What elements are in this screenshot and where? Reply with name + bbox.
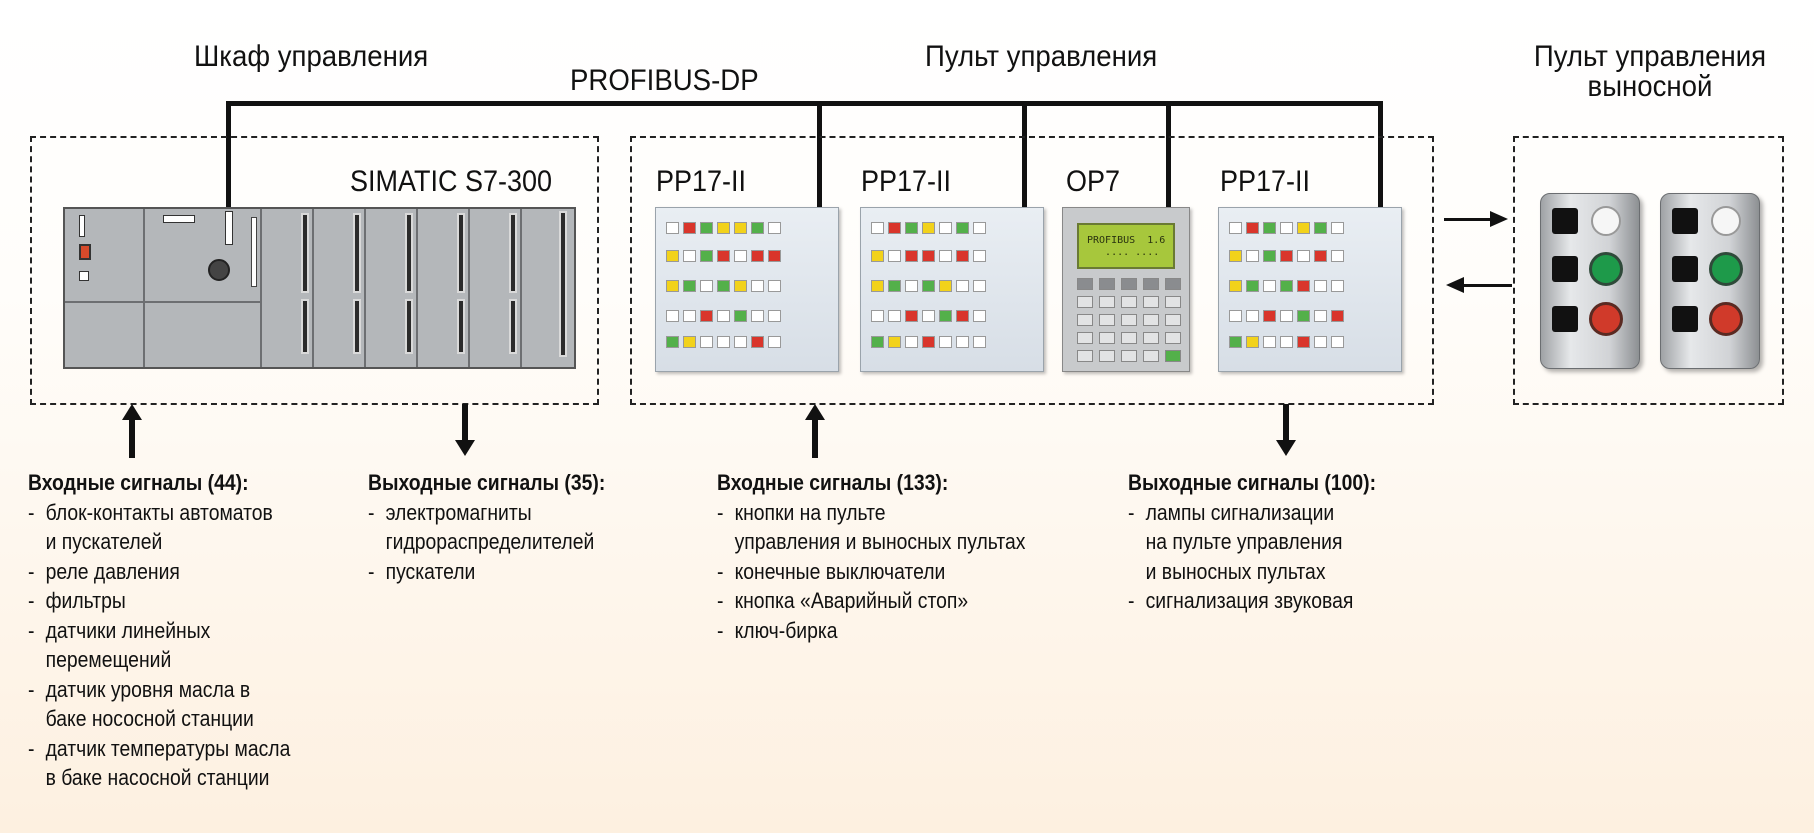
arrow-to-remote	[1444, 218, 1492, 221]
signal-group-4-title: Выходные сигналы (100):	[1128, 470, 1377, 495]
pp17-panel-3-icon	[1218, 207, 1402, 372]
pp17-panel-2-icon	[860, 207, 1044, 372]
signal-item: лампы сигнализации на пульте управления …	[1128, 498, 1376, 587]
bus-drop-plc	[226, 101, 231, 211]
signal-item: кнопка «Аварийный стоп»	[717, 586, 1025, 616]
op7-label: OP7	[1066, 165, 1121, 198]
signal-item: блок-контакты автоматов и пускателей	[28, 498, 290, 557]
pp17-panel-1-icon	[655, 207, 839, 372]
arrow-input-plc-head-icon	[122, 404, 142, 420]
signal-item: датчик уровня масла в баке нососной стан…	[28, 675, 290, 734]
remote-title-line1: Пульт управления	[1533, 40, 1767, 73]
signal-item: кнопки на пульте управления и выносных п…	[717, 498, 1025, 557]
profibus-line	[226, 101, 1383, 106]
signal-group-4: Выходные сигналы (100): лампы сигнализац…	[1128, 468, 1410, 616]
signal-group-2: Выходные сигналы (35): электромагниты ги…	[368, 468, 638, 586]
arrow-to-remote-head-icon	[1490, 211, 1508, 227]
arrow-input-console-head-icon	[805, 404, 825, 420]
signal-group-3-title: Входные сигналы (133):	[717, 470, 949, 495]
remote-title: Пульт управления выносной	[1512, 40, 1788, 104]
arrow-from-remote	[1464, 284, 1512, 287]
signal-item: датчики линейных перемещений	[28, 616, 290, 675]
bus-drop-pp1	[817, 101, 822, 211]
arrow-output-plc	[462, 404, 468, 442]
signal-group-1-title: Входные сигналы (44):	[28, 470, 249, 495]
signal-item: ключ-бирка	[717, 616, 1025, 646]
bus-drop-op7	[1166, 101, 1171, 211]
pushbutton-station-2-icon	[1660, 193, 1760, 369]
pp3-label: PP17-II	[1220, 165, 1311, 198]
plc-label: SIMATIC S7-300	[350, 165, 553, 198]
signal-item: сигнализация звуковая	[1128, 586, 1376, 616]
bus-drop-pp2	[1022, 101, 1027, 211]
cabinet-box	[30, 136, 599, 405]
arrow-input-plc	[129, 420, 135, 458]
signal-item: реле давления	[28, 557, 290, 587]
console-box	[630, 136, 1434, 405]
remote-title-line2: выносной	[1587, 70, 1713, 103]
op7-screen: PROFIBUS 1.6 .... ....	[1077, 223, 1175, 269]
cabinet-title: Шкаф управления	[194, 40, 429, 73]
pp1-label: PP17-II	[656, 165, 747, 198]
signal-item: пускатели	[368, 557, 605, 587]
signal-item: конечные выключатели	[717, 557, 1025, 587]
signal-item: электромагниты гидрораспределителей	[368, 498, 605, 557]
arrow-output-console-head-icon	[1276, 440, 1296, 456]
signal-group-1: Входные сигналы (44): блок-контакты авто…	[28, 468, 326, 793]
signal-item: фильтры	[28, 586, 290, 616]
console-title: Пульт управления	[925, 40, 1158, 73]
pp2-label: PP17-II	[861, 165, 952, 198]
remote-box	[1513, 136, 1784, 405]
signal-group-3: Входные сигналы (133): кнопки на пульте …	[717, 468, 1068, 645]
plc-rack-icon	[63, 207, 576, 369]
arrow-from-remote-head-icon	[1446, 277, 1464, 293]
arrow-output-plc-head-icon	[455, 440, 475, 456]
arrow-output-console	[1283, 404, 1289, 442]
pushbutton-station-1-icon	[1540, 193, 1640, 369]
bus-label: PROFIBUS-DP	[570, 64, 759, 97]
op7-text-display-icon: PROFIBUS 1.6 .... ....	[1062, 207, 1190, 372]
bus-drop-pp3	[1378, 101, 1383, 211]
signal-group-2-title: Выходные сигналы (35):	[368, 470, 606, 495]
signal-item: датчик температуры масла в баке насосной…	[28, 734, 290, 793]
arrow-input-console	[812, 420, 818, 458]
